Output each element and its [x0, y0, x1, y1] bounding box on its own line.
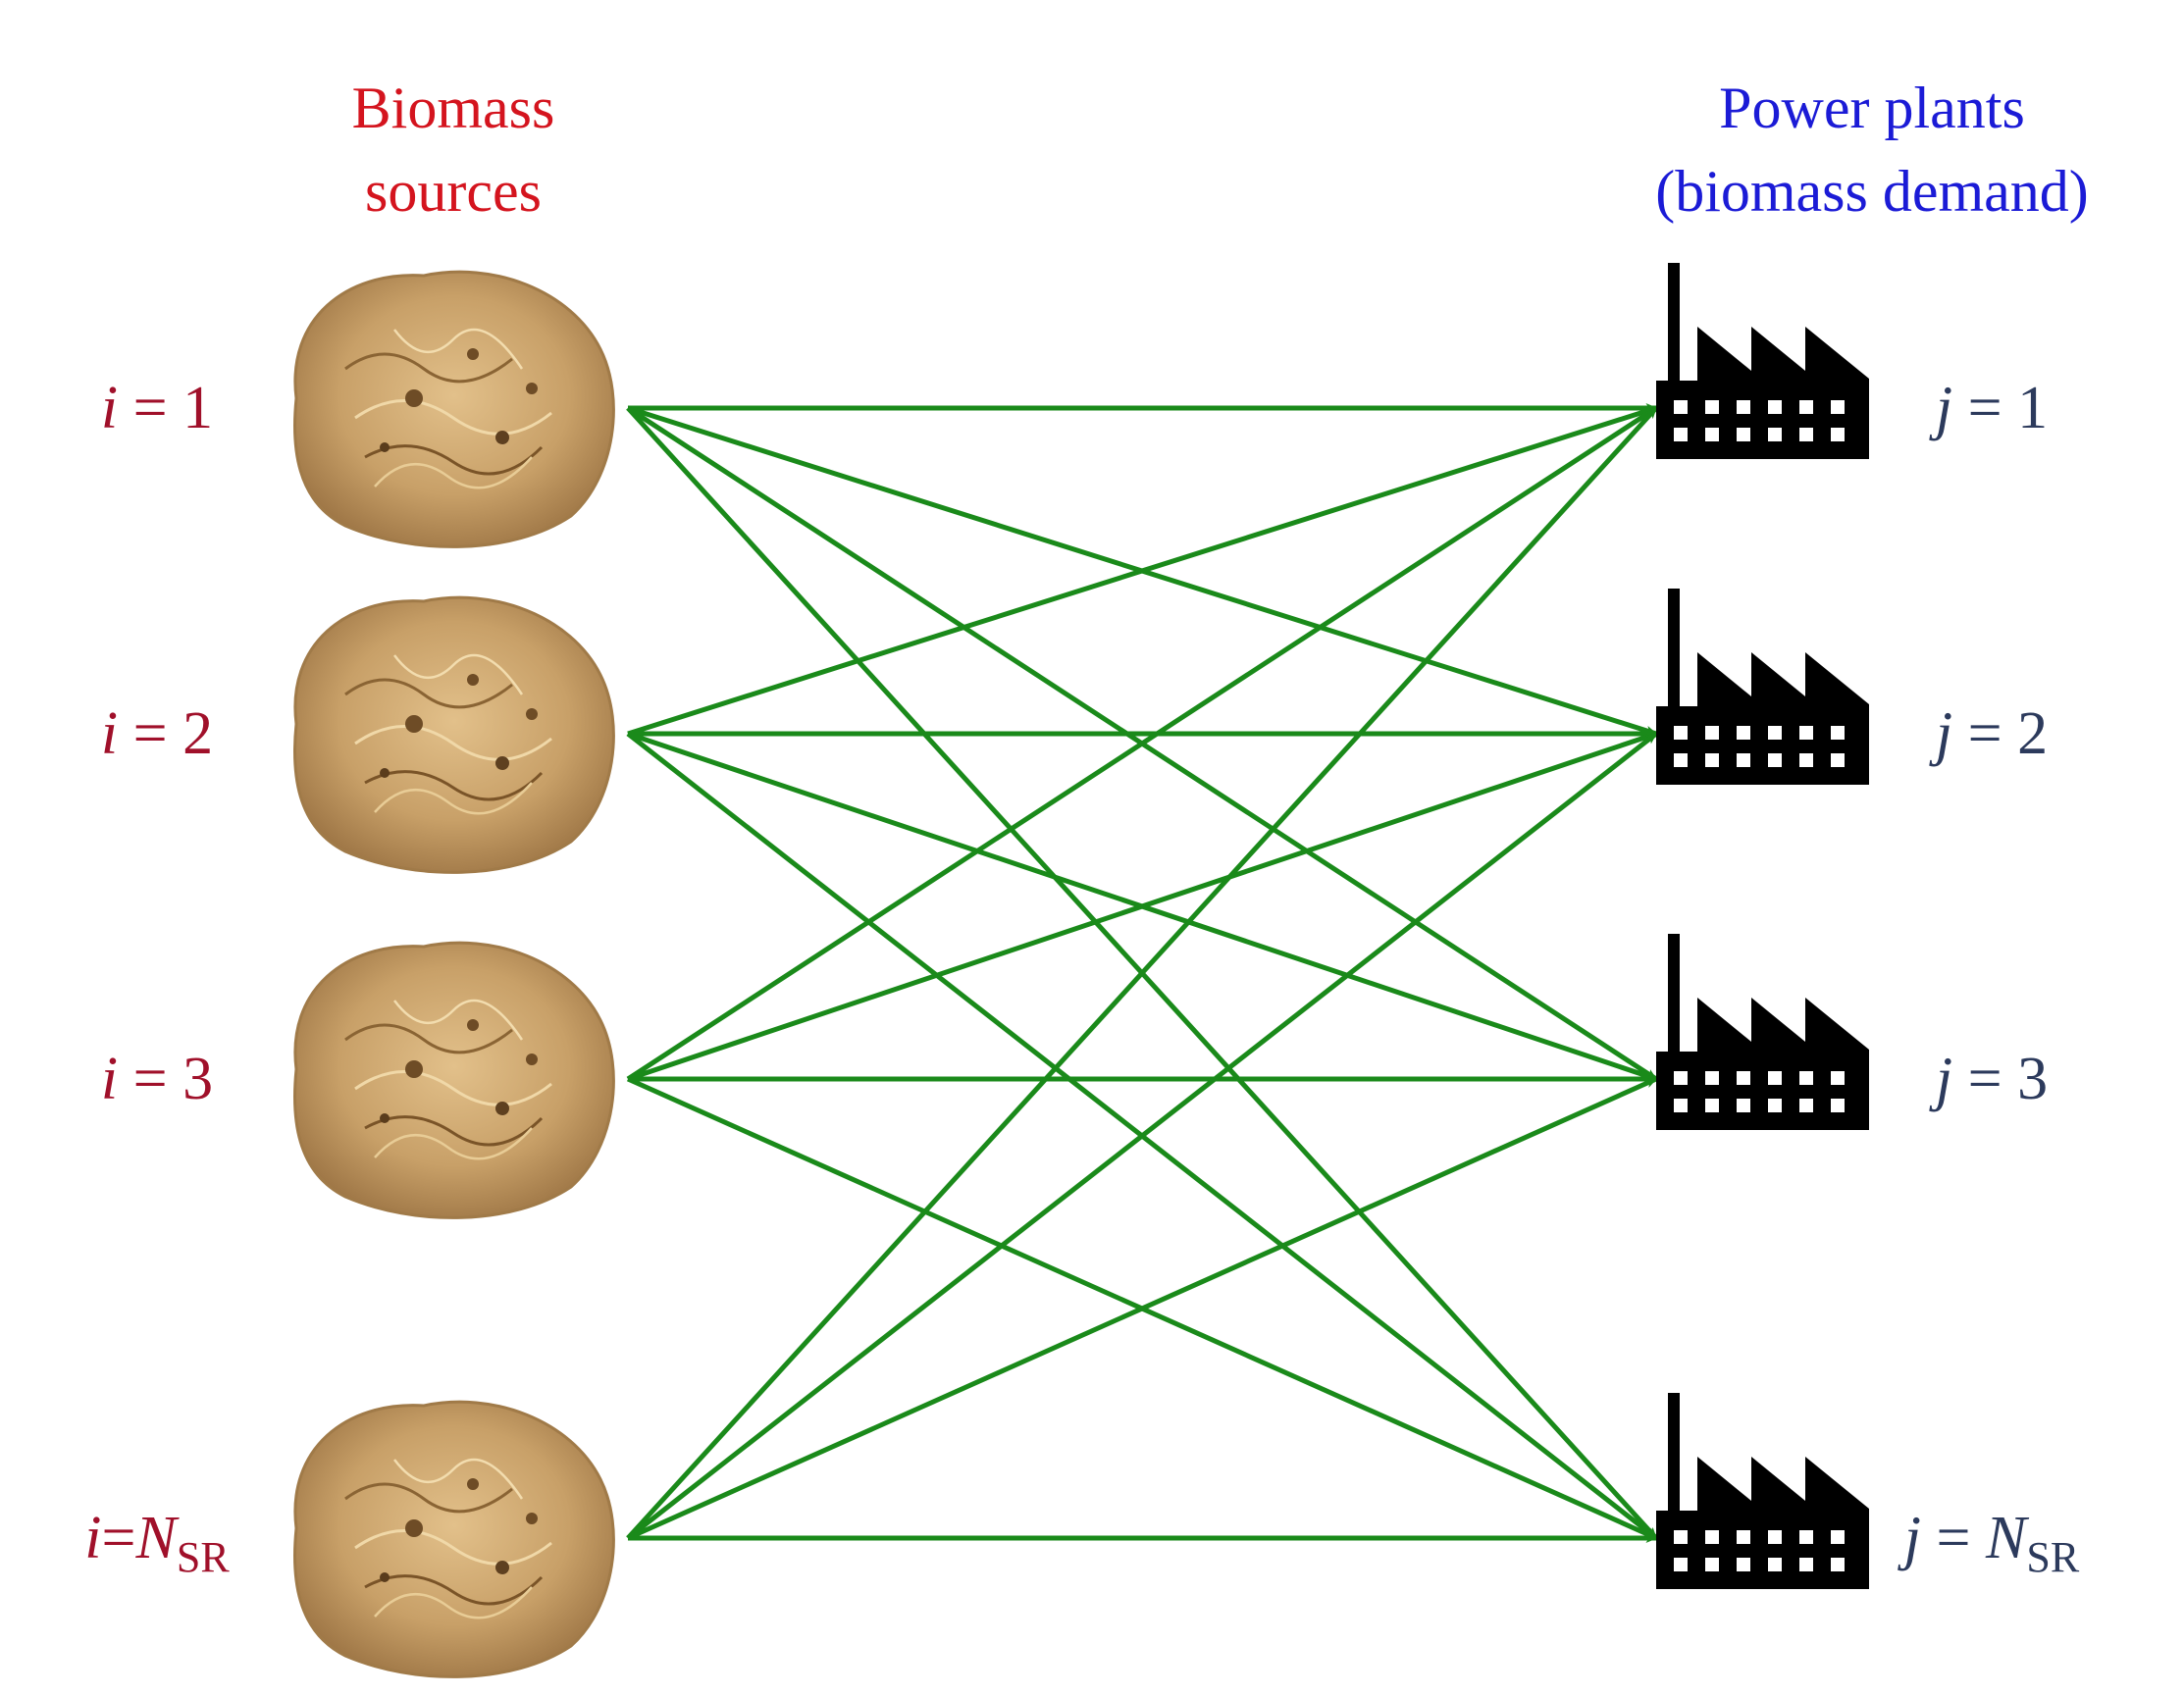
- factory-icon: [1656, 589, 1869, 785]
- flow-arrow-i3-j1: [626, 405, 1658, 1082]
- biomass-bale-icon: [293, 1400, 615, 1678]
- sources-header-line2: sources: [365, 159, 542, 224]
- plant-label-2: j = 2: [1929, 700, 2048, 767]
- plant-label-4: j = NSR: [1898, 1505, 2080, 1581]
- biomass-bale-icon: [293, 941, 615, 1219]
- power-plants: j = 1 j = 2 j = 3 j = NSR: [1656, 263, 2080, 1589]
- source-label-4: i=NSR: [84, 1505, 230, 1581]
- flow-arrows: [626, 403, 1658, 1543]
- flow-arrow-i3-j2: [627, 731, 1658, 1082]
- source-label-3: i = 3: [101, 1046, 213, 1112]
- biomass-bale-icon: [293, 595, 615, 874]
- factory-icon: [1656, 934, 1869, 1130]
- source-label-1: i = 1: [101, 375, 213, 441]
- biomass-bale-icon: [293, 270, 615, 548]
- biomass-sources: i = 1 i = 2 i = 3 i=NSR: [84, 270, 615, 1678]
- factory-icon: [1656, 1393, 1869, 1589]
- flow-arrow-i4-j3: [626, 1076, 1658, 1541]
- flow-arrow-i4-j1: [626, 406, 1658, 1540]
- flow-arrow-i4-j2: [626, 732, 1658, 1540]
- plant-label-3: j = 3: [1929, 1046, 2048, 1112]
- factory-icon: [1656, 263, 1869, 459]
- plant-label-1: j = 1: [1929, 375, 2048, 441]
- sources-header-line1: Biomass: [352, 76, 555, 140]
- plants-header-line2: (biomass demand): [1655, 159, 2089, 224]
- flow-arrow-i2-j1: [627, 405, 1658, 737]
- plants-header-line1: Power plants: [1719, 76, 2025, 140]
- source-label-2: i = 2: [101, 700, 213, 767]
